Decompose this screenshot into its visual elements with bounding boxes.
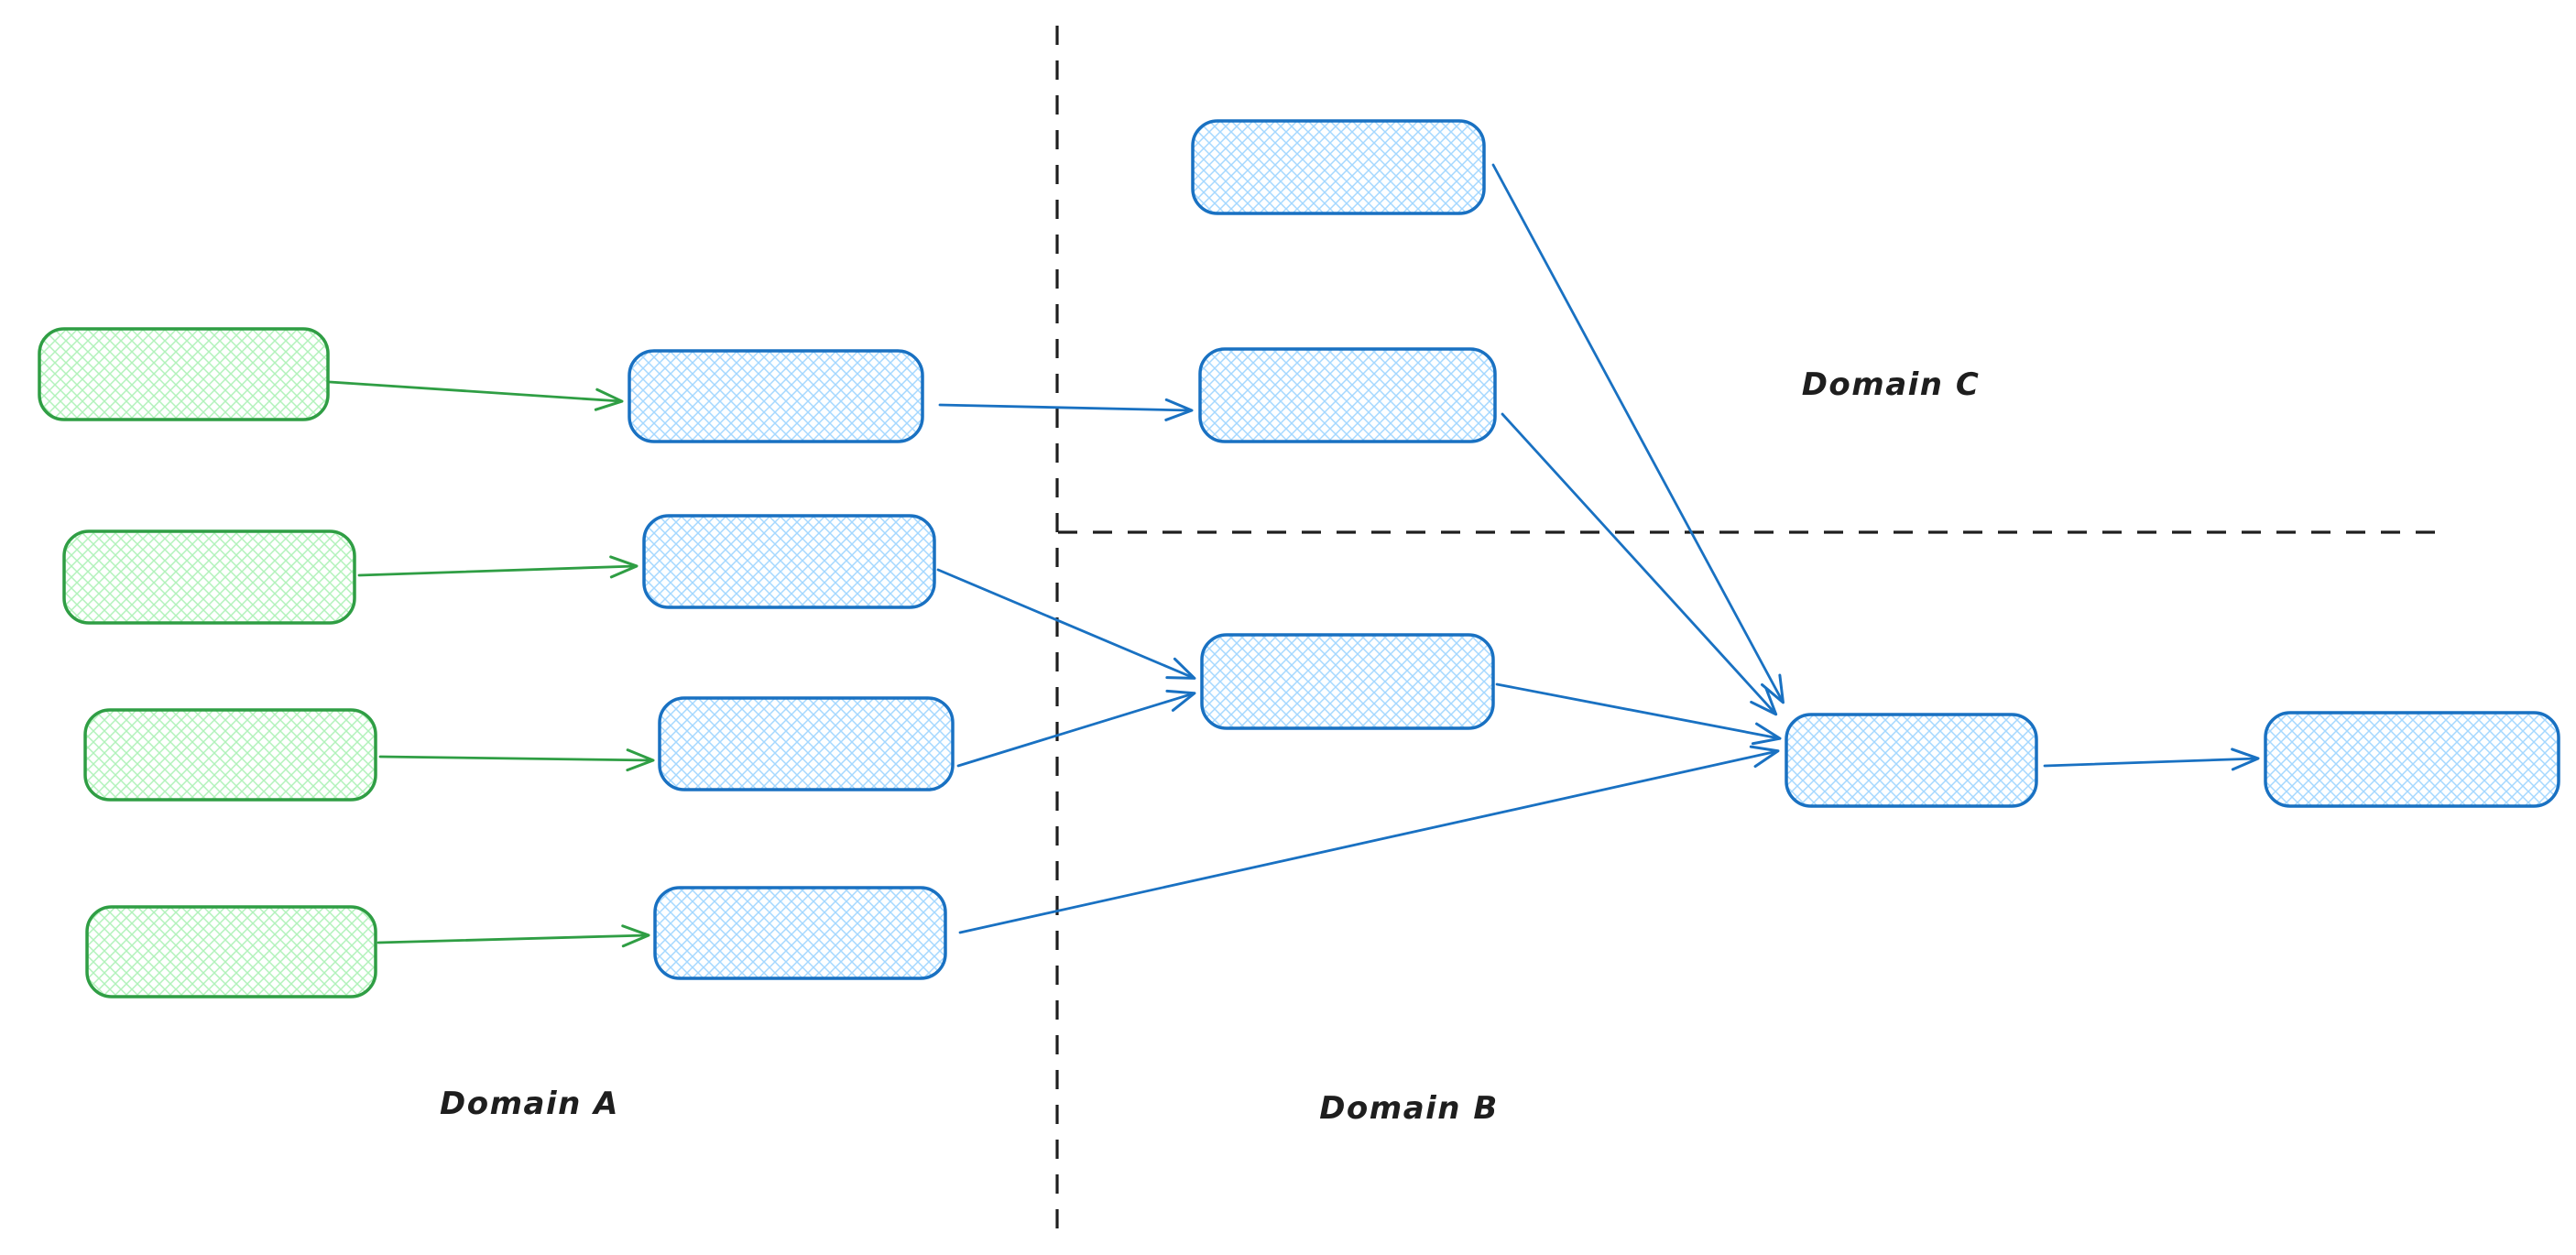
edge-process2-merge[interactable] [936,568,1196,680]
labels-layer: Domain A Domain B Domain C [440,366,1981,1127]
edge-input4-process4[interactable] [377,924,650,948]
edge-process1-relay[interactable] [938,398,1194,421]
edge-aggregator-output[interactable] [2043,748,2260,771]
input-box-2[interactable] [62,529,356,625]
process-box-4[interactable] [653,886,947,980]
process-box-2[interactable] [642,514,936,609]
edge-input1-process1[interactable] [328,380,624,411]
nodes-layer [38,119,2560,999]
domain-c-label[interactable]: Domain C [1802,366,1981,403]
relay-box[interactable] [1198,347,1497,443]
edge-input3-process3[interactable] [378,748,655,772]
domain-a-label[interactable]: Domain A [440,1086,619,1122]
aggregator-box[interactable] [1785,713,2038,808]
edge-process4-aggregator[interactable] [958,745,1780,934]
input-box-4[interactable] [85,905,377,999]
output-box[interactable] [2264,711,2560,808]
edge-upstream-aggregator[interactable] [1491,163,1785,704]
edges-layer [328,163,2260,948]
edge-process3-merge[interactable] [956,689,1196,768]
edge-merge-aggregator[interactable] [1495,682,1782,746]
dividers-layer [1055,26,2446,1239]
upstream-box[interactable] [1191,119,1486,215]
process-box-3[interactable] [658,696,955,791]
merge-box[interactable] [1200,633,1495,730]
domain-b-label[interactable]: Domain B [1319,1090,1499,1127]
input-box-3[interactable] [83,708,377,802]
edge-input2-process2[interactable] [357,555,639,579]
edge-relay-aggregator[interactable] [1501,412,1778,716]
process-box-1[interactable] [628,349,924,443]
input-box-1[interactable] [38,327,330,421]
